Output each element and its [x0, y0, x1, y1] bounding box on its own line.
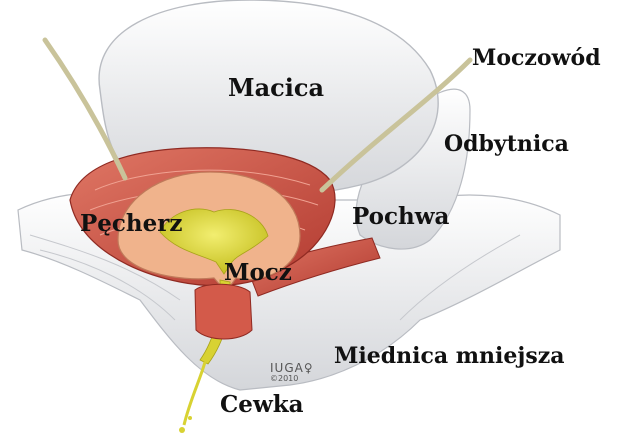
- label-ureter: Moczowód: [472, 47, 601, 69]
- label-uterus: Macica: [228, 76, 324, 100]
- label-urine: Mocz: [224, 261, 292, 284]
- label-lesser-pelvis: Miednica mniejsza: [334, 345, 564, 367]
- signature-mark: IUGA♀: [270, 362, 314, 374]
- label-urethra: Cewka: [220, 393, 304, 416]
- label-vagina: Pochwa: [352, 205, 449, 228]
- label-bladder: Pęcherz: [80, 212, 182, 235]
- label-rectum: Odbytnica: [444, 133, 569, 155]
- signature-year: ©2010: [270, 375, 314, 383]
- sphincter-shape: [195, 284, 252, 339]
- artist-signature: IUGA♀ ©2010: [270, 362, 314, 383]
- urine-stream-shape: [184, 362, 205, 425]
